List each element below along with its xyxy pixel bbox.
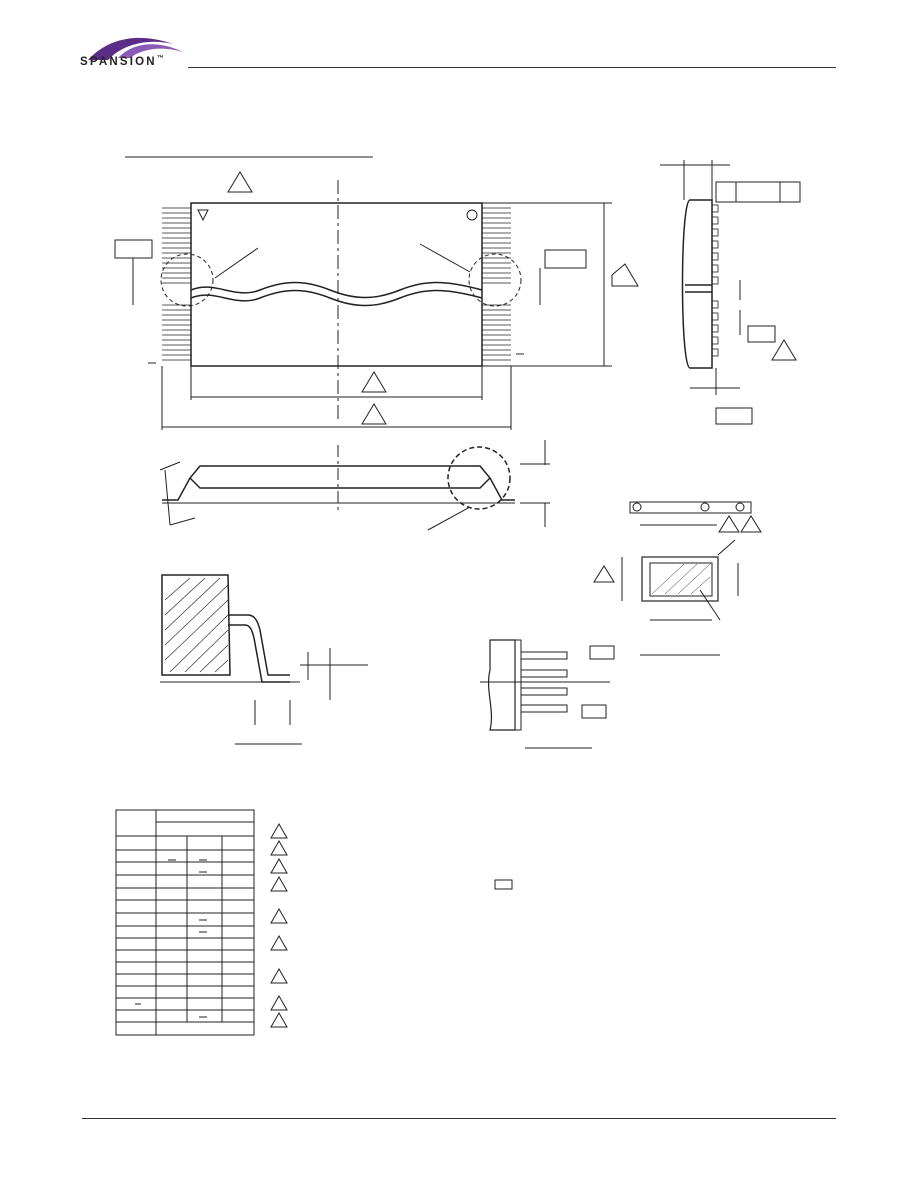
left-leads [162,207,191,361]
lead-detail-view [160,574,368,745]
triangle-marker [270,907,288,924]
pin1-indicator [466,209,478,221]
triangle-marker [611,263,639,287]
datum-box [715,407,753,425]
triangle-marker [270,1011,288,1028]
leader-left [214,247,259,279]
dimension-table [115,809,255,1036]
triangle-marker [270,934,288,951]
triangle-marker [270,839,288,856]
datum-box [544,249,587,269]
datum-box [589,645,615,660]
triangle-marker [270,857,288,874]
pin1-arrow [197,209,209,222]
section-view [593,501,762,656]
side-view [159,440,550,531]
datum-box [581,704,607,719]
triangle-marker [740,515,762,533]
trademark-symbol: ™ [156,55,167,62]
spansion-logo [78,30,218,76]
triangle-marker [270,875,288,892]
notes-markers [270,822,513,1028]
datum-box [494,879,513,890]
footer-rule [82,1118,836,1119]
right-leads [482,207,511,361]
leader-right [419,243,471,273]
break-line-upper [190,281,483,299]
triangle-marker [270,822,288,839]
logo-wordmark: SPANSION™ [80,55,166,68]
break-line-lower [190,289,483,307]
datum-box [747,325,776,343]
top-view-dimensions [148,202,639,430]
triangle-marker [361,371,387,393]
datum-box [715,181,801,203]
detail-circle-left [160,253,214,307]
detail-circle-side [447,446,511,510]
detail-circle-right [468,253,522,307]
top-view [114,171,587,420]
triangle-marker [771,339,797,361]
header-rule [188,67,836,68]
triangle-marker [270,994,288,1011]
datum-box [114,239,153,259]
triangle-marker [593,565,615,583]
triangle-marker [270,967,288,984]
logo-text: SPANSION [80,55,157,68]
triangle-marker [718,515,740,533]
triangle-marker [361,403,387,425]
package-body [190,202,483,367]
triangle-marker [227,171,253,193]
logo-swoosh-icon [88,37,183,60]
end-view [660,160,801,425]
coplanarity-view [480,639,615,749]
